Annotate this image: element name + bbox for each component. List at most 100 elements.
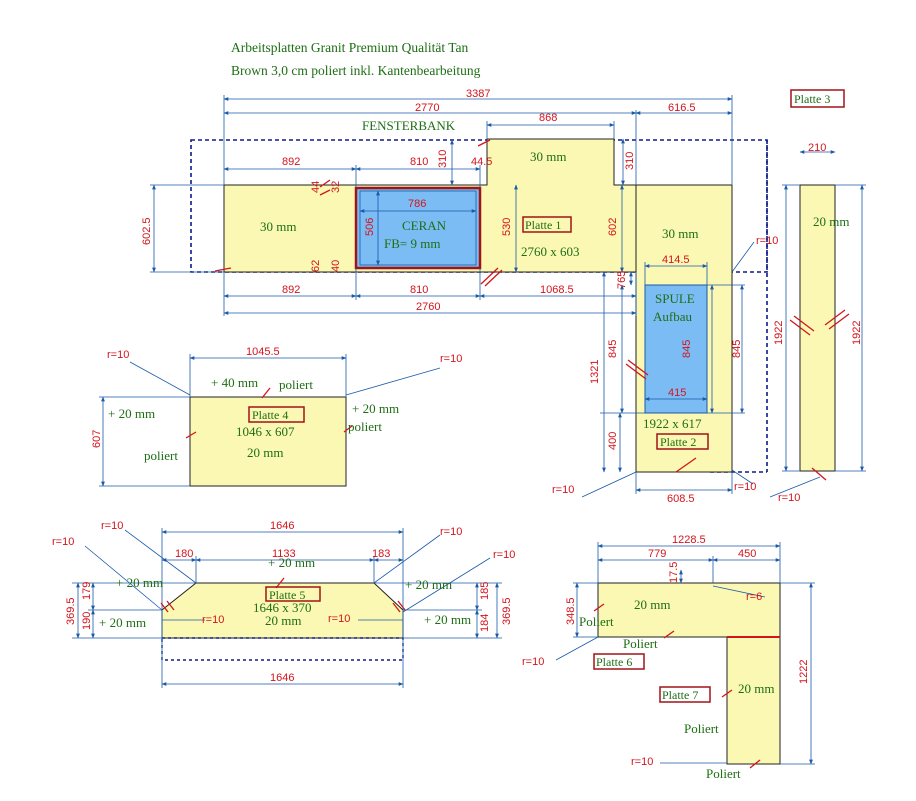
dim-602: 602 [607, 218, 619, 236]
platte-5-thickness: 20 mm [265, 613, 301, 628]
p67-radius-r6: r=6 [746, 591, 762, 603]
dim-17-5: 17.5 [668, 562, 680, 583]
thickness-30mm-c: 30 mm [662, 226, 698, 241]
break-marks-top [214, 139, 850, 481]
aufbau-label: Aufbau [653, 309, 692, 324]
platte-7-label: Platte 7 [662, 688, 698, 702]
platte-3-label: Platte 3 [794, 92, 830, 106]
dim-779: 779 [648, 548, 666, 560]
dim-810-bottom: 810 [410, 284, 428, 296]
dim-348-5: 348.5 [565, 597, 577, 625]
platte-4-thickness: 20 mm [247, 445, 283, 460]
platte-5-label: Platte 5 [269, 588, 305, 602]
dim-1068-5: 1068.5 [540, 284, 574, 296]
p67-radius-r10-b: r=10 [631, 756, 653, 768]
dim-180: 180 [175, 548, 193, 560]
dim-786: 786 [408, 198, 426, 210]
thickness-20mm-platte3: 20 mm [813, 214, 849, 229]
platte-1-box [522, 216, 572, 233]
platte-2-box [656, 433, 709, 450]
p4-plus20-right: + 20 mm [352, 401, 399, 416]
platte-4-box [248, 406, 305, 423]
p5-plus20-top: + 20 mm [268, 555, 315, 570]
p5-plus20-lower-right: + 20 mm [424, 612, 471, 627]
dim-506: 506 [364, 218, 376, 236]
p4-poliert-left: poliert [144, 448, 178, 463]
platte-6-7-dimensions [555, 542, 815, 765]
dim-602-5: 602.5 [141, 217, 153, 245]
platte-2-label: Platte 2 [660, 435, 696, 449]
dim-1321: 1321 [589, 360, 601, 384]
p5-radius-e: r=10 [202, 614, 224, 626]
radius-r10-c: r=10 [734, 481, 756, 493]
thickness-30mm-a: 30 mm [260, 219, 296, 234]
top-dimension-lines [150, 95, 866, 498]
platte-4-marks [185, 387, 353, 439]
dim-184: 184 [479, 614, 491, 632]
dim-62: 62 [310, 260, 322, 272]
dim-845-left: 845 [607, 340, 619, 358]
dim-44: 44 [310, 181, 322, 193]
dim-616-5: 616.5 [668, 102, 696, 114]
platte-4-label: Platte 4 [252, 408, 288, 422]
dim-32: 32 [330, 181, 342, 193]
dim-179: 179 [81, 582, 93, 600]
dim-765: 765 [616, 271, 628, 289]
platte-2-size: 1922 x 617 [643, 416, 702, 431]
p4-poliert-top: poliert [279, 377, 313, 392]
platte-7-slab [726, 636, 781, 765]
dim-892-bottom: 892 [282, 284, 300, 296]
p67-poliert-b: Poliert [623, 636, 658, 651]
radius-r10-d: r=10 [778, 492, 800, 504]
spule-label: SPULE [655, 291, 695, 306]
dim-868: 868 [539, 112, 557, 124]
platte-6-thickness: 20 mm [634, 597, 670, 612]
dim-845-mid: 845 [681, 340, 693, 358]
title-line-2: Brown 3,0 cm poliert inkl. Kantenbearbei… [231, 63, 481, 78]
title-line-1: Arbeitsplatten Granit Premium Qualität T… [231, 40, 469, 55]
spule-cutout [644, 284, 708, 414]
p4-radius-left: r=10 [107, 349, 129, 361]
dim-210: 210 [808, 142, 826, 154]
dim-1133: 1133 [272, 548, 296, 560]
p67-poliert-d: Poliert [706, 766, 741, 781]
platte-5-dimensions [72, 528, 502, 688]
dim-1922-left: 1922 [773, 321, 785, 345]
radius-r10-b: r=10 [552, 484, 574, 496]
platte-7-box [659, 686, 711, 703]
dim-1045-5: 1045.5 [246, 346, 280, 358]
dim-1228-5: 1228.5 [672, 534, 706, 546]
radius-r10-a: r=10 [756, 235, 778, 247]
dim-530: 530 [501, 218, 513, 236]
dim-1922-right: 1922 [851, 321, 863, 345]
dim-2770: 2770 [415, 102, 439, 114]
fensterbank-label: FENSTERBANK [362, 118, 456, 133]
p5-plus20-lower-left: + 20 mm [99, 615, 146, 630]
p4-plus20-left: + 20 mm [108, 406, 155, 421]
platte-4-dimensions [99, 354, 441, 487]
p4-poliert-right: poliert [348, 419, 382, 434]
platte-6-box [593, 653, 645, 670]
p67-radius-r10-a: r=10 [522, 656, 544, 668]
p5-plus20-upper-right: + 20 mm [405, 577, 452, 592]
p4-plus40: + 40 mm [211, 375, 258, 390]
p5-radius-c: r=10 [440, 526, 462, 538]
dim-1222: 1222 [798, 660, 810, 684]
dim-185: 185 [479, 582, 491, 600]
platte-1-label: Platte 1 [525, 218, 561, 232]
platte-3-slab [799, 184, 836, 472]
platte-1-size: 2760 x 603 [521, 244, 580, 259]
dim-369-5-left: 369.5 [65, 597, 77, 625]
dim-369-5-right: 369.5 [501, 597, 513, 625]
p67-poliert-a: Poliert [579, 614, 614, 629]
platte-5-dashed [161, 637, 404, 661]
dim-400: 400 [607, 432, 619, 450]
platte-3-box [790, 89, 845, 108]
dim-310-right: 310 [624, 152, 636, 170]
ceran-fb-label: FB= 9 mm [384, 236, 440, 251]
dim-310-left: 310 [437, 150, 449, 168]
dim-450: 450 [738, 548, 756, 560]
dim-190: 190 [81, 612, 93, 630]
dim-44-5: 44.5 [471, 156, 492, 168]
